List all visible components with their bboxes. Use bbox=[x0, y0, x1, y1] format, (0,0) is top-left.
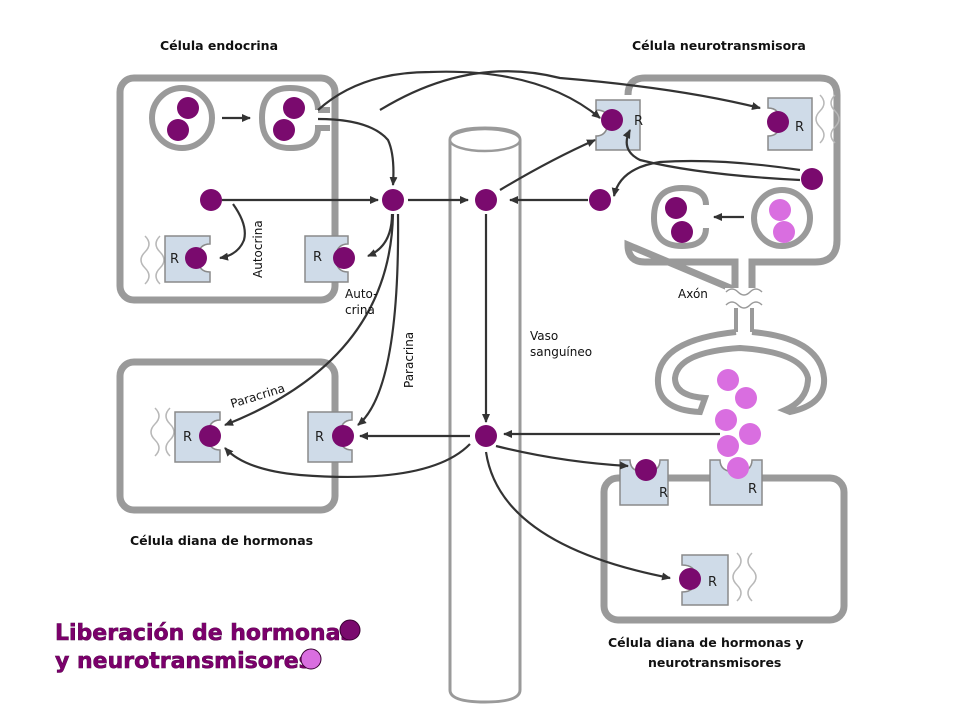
legend-line-2: y neurotransmisores bbox=[55, 649, 312, 674]
arrow-autocrine-inner bbox=[219, 203, 246, 261]
hormone-dot bbox=[767, 111, 789, 133]
hormone-dot bbox=[601, 109, 623, 131]
legend-line-1: Liberación de hormonas bbox=[55, 621, 354, 646]
endocrine-cell-membrane bbox=[116, 74, 339, 304]
receptor-label: R bbox=[748, 482, 757, 497]
blood-vessel-label-2: sanguíneo bbox=[530, 345, 592, 359]
hormone-dot bbox=[185, 247, 207, 269]
arrow-paracrine-to-target-surface bbox=[357, 213, 400, 426]
hormone-dot bbox=[671, 221, 693, 243]
hormone-dot bbox=[199, 425, 221, 447]
dna-dual-target bbox=[732, 552, 757, 602]
neurotransmitter-dot bbox=[769, 199, 791, 221]
arrow-vessel-to-dual-receptor bbox=[495, 444, 629, 470]
arrow-autocrine-surface bbox=[367, 213, 394, 258]
hormone-dot bbox=[177, 97, 199, 119]
hormone-dot bbox=[475, 189, 497, 211]
arrow-endocrine-to-neuron-inner bbox=[379, 70, 761, 111]
receptor-label: R bbox=[634, 114, 643, 129]
receptor-label: R bbox=[708, 575, 717, 590]
arrow-target-lower-loop bbox=[224, 443, 471, 479]
endocrine-cell-title: Célula endocrina bbox=[160, 38, 278, 53]
neurotransmitter-dot bbox=[739, 423, 761, 445]
legend-neurotransmitter-swatch bbox=[300, 648, 322, 670]
hormone-dot bbox=[679, 568, 701, 590]
receptor-label: R bbox=[183, 430, 192, 445]
dna-hormone-target bbox=[150, 407, 175, 457]
hormone-dot bbox=[333, 247, 355, 269]
hormone-dot bbox=[332, 425, 354, 447]
receptor-label: R bbox=[170, 252, 179, 267]
arrow-neuron-loop bbox=[611, 159, 801, 197]
hormone-dot bbox=[273, 119, 295, 141]
neuron-body-membrane bbox=[624, 74, 841, 296]
hormone-dot bbox=[283, 97, 305, 119]
hormone-dot bbox=[665, 197, 687, 219]
paracrine-label-vertical: Paracrina bbox=[402, 332, 416, 388]
neurotransmitter-dot bbox=[715, 409, 737, 431]
arrow-vessel-to-dual bbox=[484, 451, 671, 581]
hormone-dot bbox=[382, 189, 404, 211]
axon-terminal-membrane bbox=[654, 329, 828, 416]
hormone-dot bbox=[200, 189, 222, 211]
axon-label: Axón bbox=[678, 287, 708, 301]
blood-vessel-label-1: Vaso bbox=[530, 329, 558, 343]
arrow-vessel-to-neuron bbox=[499, 138, 596, 191]
axon-break bbox=[725, 288, 765, 308]
blood-vessel-opening bbox=[448, 127, 522, 153]
neurotransmitter-dot bbox=[717, 435, 739, 457]
neurotransmitter-dot bbox=[727, 457, 749, 479]
receptor-label: R bbox=[659, 486, 668, 501]
arrow-paracrine-to-target-inner bbox=[224, 213, 395, 427]
axon-break-marks bbox=[725, 288, 763, 309]
dual-target-cell-title-1: Célula diana de hormonas y bbox=[608, 635, 804, 650]
dna-neuron bbox=[815, 94, 840, 144]
neurotransmitter-molecules bbox=[715, 199, 795, 479]
neurotransmitter-dot bbox=[735, 387, 757, 409]
autocrine-label-1: Auto- bbox=[345, 287, 377, 301]
autocrine-label-2: crina bbox=[345, 303, 375, 317]
legend-hormone-swatch bbox=[339, 619, 361, 641]
autocrine-label-vertical: Autocrina bbox=[251, 220, 265, 278]
hormone-molecules bbox=[167, 97, 823, 590]
hormone-dot bbox=[635, 459, 657, 481]
arrow-endocrine-to-neuron bbox=[317, 70, 601, 119]
hormone-target-cell-title: Célula diana de hormonas bbox=[130, 533, 313, 548]
receptor-label: R bbox=[313, 250, 322, 265]
hormone-dot bbox=[801, 168, 823, 190]
receptor-label: R bbox=[315, 430, 324, 445]
hormone-dot bbox=[589, 189, 611, 211]
neurotransmitter-dot bbox=[717, 369, 739, 391]
dual-target-cell-title-2: neurotransmisores bbox=[648, 655, 781, 670]
paracrine-label-slanted: Paracrina bbox=[229, 381, 287, 411]
hormone-dot bbox=[475, 425, 497, 447]
arrow-secretion-to-extracellular bbox=[317, 117, 398, 186]
dna-endocrine bbox=[140, 235, 165, 285]
receptor-label: R bbox=[795, 120, 804, 135]
hormone-dot bbox=[167, 119, 189, 141]
neurotransmitter-cell-title: Célula neurotransmisora bbox=[632, 38, 806, 53]
neurotransmitter-dot bbox=[773, 221, 795, 243]
